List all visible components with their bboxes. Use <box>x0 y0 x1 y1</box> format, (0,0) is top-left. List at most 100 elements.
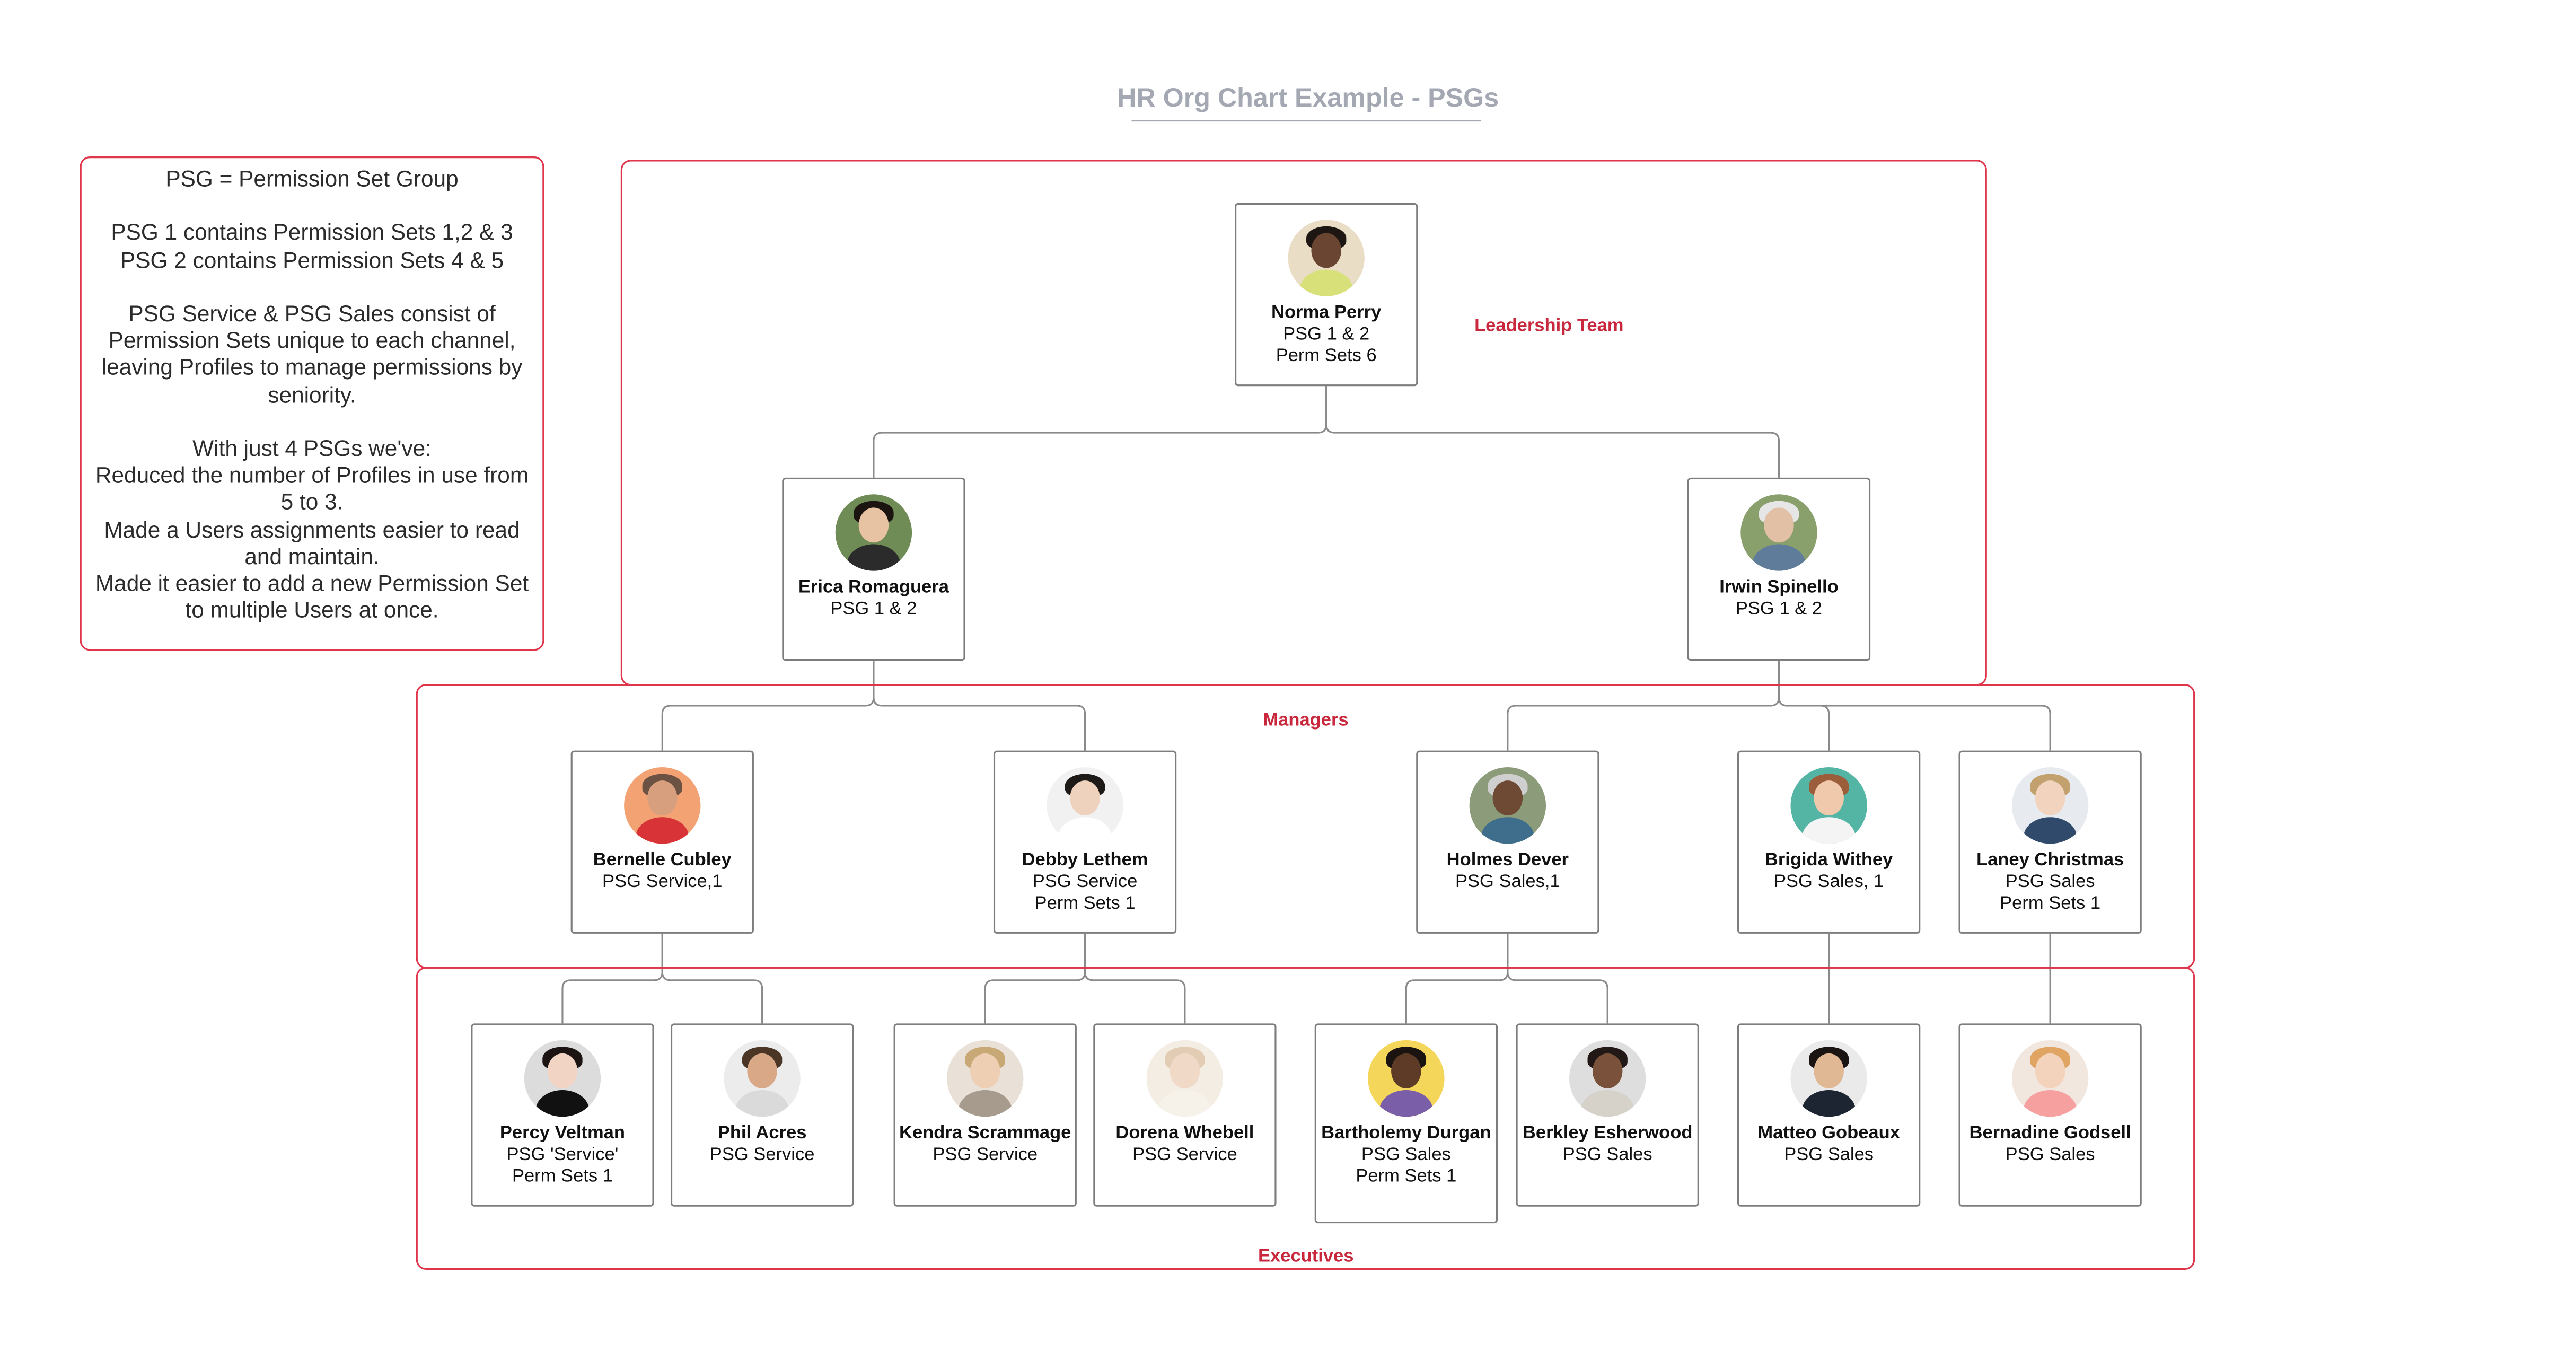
person-name: Norma Perry <box>1271 303 1382 323</box>
notes-line: Made it easier to add a new Permission S… <box>95 570 529 623</box>
person-name: Irwin Spinello <box>1719 577 1839 598</box>
connector-bernelle-phil <box>661 933 763 1024</box>
person-detail: PSG Service,1 <box>602 872 723 892</box>
avatar-brigida <box>1790 767 1867 844</box>
notes-line: Reduced the number of Profiles in use fr… <box>95 463 529 515</box>
avatar-bernelle <box>624 767 701 844</box>
leadership-team-label: Leadership Team <box>1474 316 1624 337</box>
person-name: Debby Lethem <box>1022 850 1148 871</box>
executives-label: Executives <box>1258 1246 1354 1267</box>
connector-norma-erica <box>873 386 1327 478</box>
avatar-matteo <box>1790 1040 1867 1117</box>
person-name: Bartholemy Durgan <box>1321 1123 1491 1144</box>
avatar-debby <box>1047 767 1123 844</box>
connector-irwin-laney <box>1778 661 2051 751</box>
person-detail: PSG Sales <box>2005 872 2095 892</box>
person-detail: PSG 1 & 2 <box>1283 324 1370 345</box>
person-detail: PSG Sales, 1 <box>1773 872 1884 892</box>
person-detail: Perm Sets 1 <box>2000 893 2101 914</box>
notes-spacer <box>86 194 538 221</box>
person-detail: PSG Sales <box>1361 1145 1451 1165</box>
notes-line: PSG 2 contains Permission Sets 4 & 5 <box>120 247 504 273</box>
notes-spacer <box>86 409 538 436</box>
avatar-bartholemy <box>1368 1040 1445 1117</box>
person-name: Dorena Whebell <box>1115 1123 1254 1144</box>
connector-bernelle-percy <box>561 933 663 1024</box>
connector-holmes-berkley <box>1507 933 1608 1024</box>
executives-group <box>416 967 2195 1270</box>
avatar-erica <box>835 494 912 571</box>
person-name: Holmes Dever <box>1446 850 1569 871</box>
connector-irwin-holmes <box>1507 661 1780 751</box>
person-name: Brigida Withey <box>1764 850 1893 871</box>
avatar-bernadine <box>2011 1040 2089 1117</box>
connector-holmes-bartholemy <box>1405 933 1509 1024</box>
avatar-phil <box>724 1040 801 1117</box>
page-title: HR Org Chart Example - PSGs <box>1117 85 1499 113</box>
person-detail: Perm Sets 6 <box>1276 346 1377 366</box>
person-name: Phil Acres <box>717 1123 807 1144</box>
person-detail: Perm Sets 1 <box>1034 893 1136 914</box>
notes-spacer <box>86 274 538 301</box>
title-underline <box>1131 120 1481 122</box>
avatar-kendra <box>947 1040 1024 1117</box>
person-detail: Perm Sets 1 <box>512 1166 613 1187</box>
person-detail: PSG Sales,1 <box>1455 872 1560 892</box>
avatar-dorena <box>1146 1040 1224 1117</box>
person-name: Matteo Gobeaux <box>1757 1123 1900 1144</box>
person-name: Erica Romaguera <box>798 577 949 598</box>
avatar-percy <box>524 1040 601 1117</box>
person-detail: PSG Service <box>709 1145 815 1165</box>
person-name: Laney Christmas <box>1976 850 2124 871</box>
connector-debby-kendra <box>984 933 1086 1024</box>
person-detail: PSG Sales <box>1562 1145 1652 1165</box>
avatar-berkley <box>1569 1040 1646 1117</box>
person-name: Kendra Scrammage <box>899 1123 1071 1144</box>
person-detail: PSG Sales <box>1784 1145 1874 1165</box>
avatar-irwin <box>1740 494 1817 571</box>
notes-line: Made a Users assignments easier to read … <box>104 516 520 569</box>
person-detail: PSG Service <box>1032 872 1138 892</box>
notes-line: PSG = Permission Set Group <box>165 166 459 191</box>
notes-line: PSG 1 contains Permission Sets 1,2 & 3 <box>111 220 513 245</box>
connector-erica-debby <box>873 661 1086 751</box>
person-detail: PSG 1 & 2 <box>1735 599 1823 619</box>
managers-label: Managers <box>1263 710 1349 731</box>
person-detail: PSG 'Service' <box>506 1145 619 1165</box>
notes-line: PSG Service & PSG Sales consist of Permi… <box>101 301 523 407</box>
person-detail: Perm Sets 1 <box>1356 1166 1457 1187</box>
person-name: Bernelle Cubley <box>593 850 732 871</box>
avatar-laney <box>2011 767 2089 844</box>
person-name: Bernadine Godsell <box>1969 1123 2131 1144</box>
connector-erica-bernelle <box>661 661 875 751</box>
person-detail: PSG Service <box>933 1145 1038 1165</box>
person-detail: PSG Sales <box>2005 1145 2095 1165</box>
person-name: Berkley Esherwood <box>1522 1123 1693 1144</box>
connector-norma-irwin <box>1325 386 1780 478</box>
notes-line: With just 4 PSGs we've: <box>192 436 432 461</box>
person-detail: PSG 1 & 2 <box>830 599 917 619</box>
avatar-norma <box>1288 220 1365 296</box>
person-detail: PSG Service <box>1132 1145 1237 1165</box>
connector-debby-dorena <box>1084 933 1186 1024</box>
person-name: Percy Veltman <box>499 1123 626 1144</box>
